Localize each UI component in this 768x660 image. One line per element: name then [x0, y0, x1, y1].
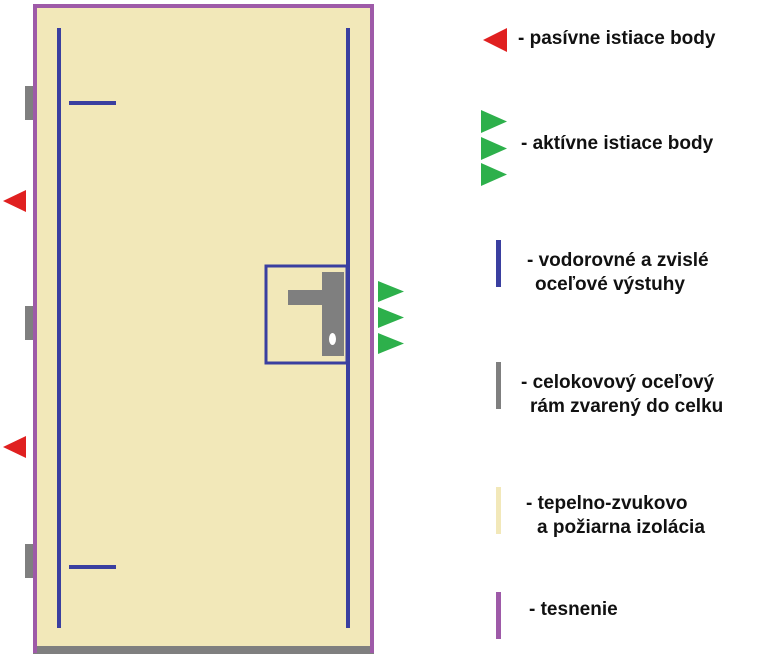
legend-seal-label: - tesnenie	[529, 599, 618, 620]
passive-point-icon	[3, 190, 26, 212]
handle-plate	[322, 272, 344, 356]
purple-bar-icon	[496, 592, 501, 639]
green-right-triangle-icon	[481, 137, 507, 160]
passive-point-icon	[3, 436, 26, 458]
active-point-icon	[378, 307, 404, 328]
door-seal	[33, 4, 374, 653]
red-left-triangle-icon	[483, 28, 507, 52]
legend-insulation-line1: - tepelno-zvukovo	[526, 493, 688, 514]
handle-lever	[288, 290, 326, 305]
legend-frame-line1: - celokovový oceľový	[521, 372, 715, 393]
legend-frame-line2: rám zvarený do celku	[530, 396, 724, 417]
door-insulation-panel	[37, 7, 373, 646]
green-right-triangle-icon	[481, 163, 507, 186]
gray-bar-icon	[496, 362, 501, 409]
active-point-icon	[378, 281, 404, 302]
legend-active-label: - aktívne istiace body	[521, 133, 714, 154]
active-point-icon	[378, 333, 404, 354]
blue-bar-icon	[496, 240, 501, 287]
legend-steel-line1: - vodorovné a zvislé	[527, 250, 709, 271]
legend-insulation-label: - tepelno-zvukovo a požiarna izolácia	[526, 492, 705, 540]
cream-bar-icon	[496, 487, 501, 534]
legend-insulation-line2: a požiarna izolácia	[537, 517, 705, 538]
keyhole-icon	[329, 333, 336, 345]
hinge-bottom	[25, 544, 34, 578]
hinge-top	[25, 86, 34, 120]
legend-steel-label: - vodorovné a zvislé oceľové výstuhy	[527, 249, 709, 297]
legend-steel-line2: oceľové výstuhy	[535, 274, 685, 295]
green-right-triangle-icon	[481, 110, 507, 133]
legend-frame-label: - celokovový oceľový rám zvarený do celk…	[521, 371, 723, 419]
lock-reinforcement-box	[264, 264, 349, 365]
hinge-middle	[25, 306, 34, 340]
legend-passive-label: - pasívne istiace body	[518, 28, 716, 49]
